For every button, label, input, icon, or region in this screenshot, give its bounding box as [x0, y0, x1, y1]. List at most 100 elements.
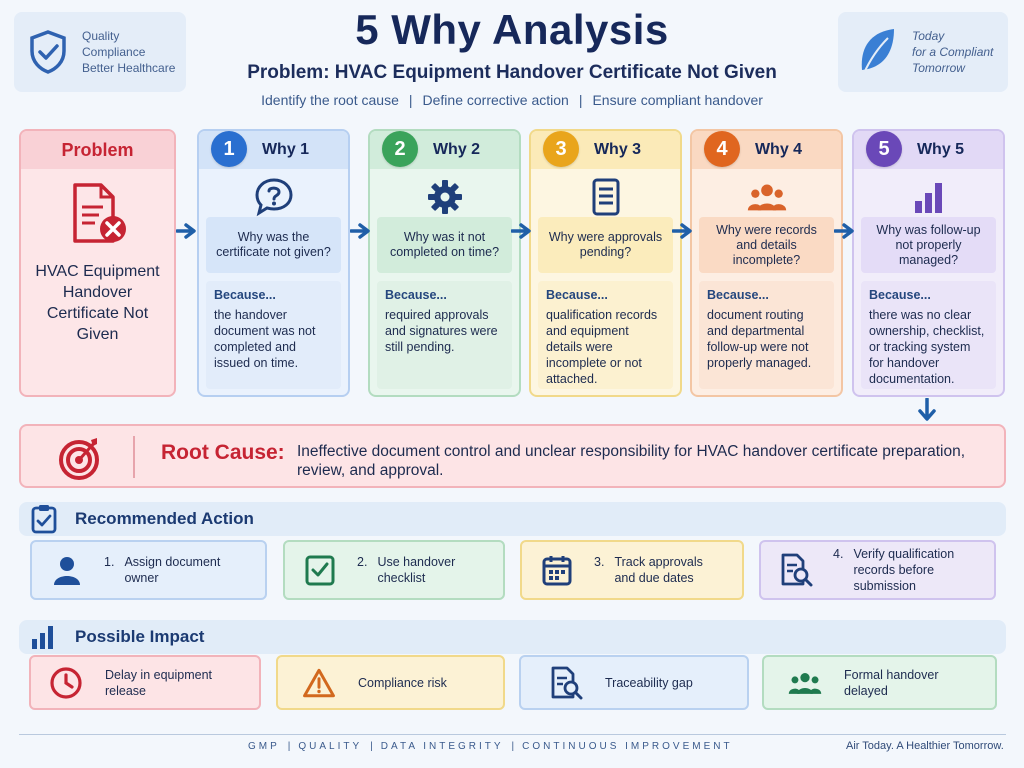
bar-chart-icon [32, 626, 53, 649]
why-number: 4 [704, 131, 740, 167]
why-answer: Because... required approvals and signat… [377, 281, 512, 389]
why-header: 1 Why 1 [199, 131, 348, 169]
action-card-4: 4. Verify qualification records before s… [759, 540, 996, 600]
why-card-3: 3 Why 3 Why were approvals pending? Beca… [529, 129, 682, 397]
why-number: 2 [382, 131, 418, 167]
why-title: Why 3 [593, 141, 642, 158]
why-card-2: 2 Why 2 Why was it not completed on time… [368, 129, 521, 397]
impact-text: Delay in equipment release [105, 667, 213, 698]
why-question: Why was it not completed on time? [377, 217, 512, 273]
why-card-1: 1 Why 1 Why was the certificate not give… [197, 129, 350, 397]
action-label: Assign document owner [124, 555, 221, 585]
problem-card: Problem HVAC Equipment Handover Certific… [19, 129, 176, 397]
question-bubble-icon [254, 177, 294, 217]
why-title: Why 2 [432, 141, 481, 158]
root-cause-text: Ineffective document control and unclear… [297, 443, 966, 479]
down-arrow [918, 398, 936, 421]
why-header: 5 Why 5 [854, 131, 1003, 169]
badge-line: Better Healthcare [82, 61, 176, 75]
action-card-2: 2. Use handover checklist [283, 540, 505, 600]
recommended-action-header: Recommended Action [19, 502, 1006, 536]
because-label: Because... [214, 288, 276, 302]
problem-subtitle: Problem: HVAC Equipment Handover Certifi… [247, 62, 777, 83]
action-text: 4. Verify qualification records before s… [833, 546, 973, 594]
impact-text: Traceability gap [605, 675, 693, 690]
why-question: Why were approvals pending? [538, 217, 673, 273]
calendar-icon [540, 553, 574, 587]
why-answer: Because... qualification records and equ… [538, 281, 673, 389]
badge-line: Tomorrow [912, 61, 965, 75]
badge-line: Compliance [82, 45, 146, 59]
tagline-item: Identify the root cause [261, 92, 399, 108]
document-search-icon [779, 553, 813, 587]
quality-badge-text: Quality Compliance Better Healthcare [82, 28, 175, 76]
footer-tags: GMP|QUALITY|DATA INTEGRITY|CONTINUOUS IM… [248, 741, 733, 752]
why-header: 2 Why 2 [370, 131, 519, 169]
why-header: 4 Why 4 [692, 131, 841, 169]
action-text: 3. Track approvals and due dates [594, 554, 724, 586]
why-answer-text: there was no clear ownership, checklist,… [869, 308, 985, 386]
tagline: Identify the root cause|Define correctiv… [261, 92, 763, 108]
why-answer: Because... document routing and departme… [699, 281, 834, 389]
section-title: Possible Impact [75, 627, 205, 646]
people-icon [747, 177, 787, 217]
why-card-5: 5 Why 5 Why was follow-up not properly m… [852, 129, 1005, 397]
impact-card-1: Delay in equipment release [29, 655, 261, 710]
action-number: 2. [357, 555, 368, 569]
why-answer: Because... there was no clear ownership,… [861, 281, 996, 389]
because-label: Because... [546, 288, 608, 302]
action-card-1: 1. Assign document owner [30, 540, 267, 600]
target-icon [59, 438, 99, 480]
tagline-item: Ensure compliant handover [592, 92, 763, 108]
why-answer: Because... the handover document was not… [206, 281, 341, 389]
impact-card-2: Compliance risk [276, 655, 505, 710]
badge-line: for a Compliant [912, 45, 994, 59]
tagline-item: Define corrective action [422, 92, 569, 108]
clock-icon [49, 666, 83, 700]
action-text: 1. Assign document owner [104, 554, 244, 586]
shield-check-icon [30, 30, 66, 74]
badge-line: Quality [82, 29, 120, 43]
footer-tag: CONTINUOUS IMPROVEMENT [522, 741, 733, 752]
flow-arrow [176, 223, 196, 239]
badge-line: Today [912, 29, 945, 43]
problem-text: HVAC Equipment Handover Certificate Not … [35, 263, 160, 343]
footer-divider [19, 734, 1006, 735]
why-number: 3 [543, 131, 579, 167]
page-title: 5 Why Analysis [355, 6, 669, 53]
divider [133, 436, 135, 478]
person-icon [50, 553, 84, 587]
why-card-4: 4 Why 4 Why were records and details inc… [690, 129, 843, 397]
why-answer-text: the handover document was not completed … [214, 308, 316, 370]
why-answer-text: required approvals and signatures were s… [385, 308, 498, 354]
impact-card-3: Traceability gap [519, 655, 749, 710]
because-label: Because... [869, 288, 931, 302]
impact-text: Formal handover delayed [844, 667, 939, 698]
warning-icon [302, 666, 336, 700]
group-icon [788, 666, 822, 700]
action-card-3: 3. Track approvals and due dates [520, 540, 744, 600]
flow-arrow [672, 223, 692, 239]
why-answer-text: document routing and departmental follow… [707, 308, 812, 370]
action-label: Track approvals and due dates [614, 555, 703, 585]
gear-icon [425, 177, 465, 217]
footer-tag: QUALITY [298, 741, 363, 752]
flow-arrow [834, 223, 854, 239]
footer-tag: DATA INTEGRITY [380, 741, 504, 752]
bar-chart-icon [909, 177, 949, 217]
document-error-icon [73, 183, 126, 243]
footer-tagline: Air Today. A Healthier Tomorrow. [846, 740, 1004, 752]
action-number: 4. [833, 547, 844, 561]
why-number: 1 [211, 131, 247, 167]
root-cause-banner: Root Cause: Ineffective document control… [19, 424, 1006, 488]
possible-impact-header: Possible Impact [19, 620, 1006, 654]
footer-tag: GMP [248, 741, 280, 752]
checklist-icon [303, 553, 337, 587]
action-label: Use handover checklist [377, 555, 456, 585]
problem-label: Problem [21, 131, 174, 169]
why-question: Why were records and details incomplete? [699, 217, 834, 273]
why-answer-text: qualification records and equipment deta… [546, 308, 658, 386]
why-header: 3 Why 3 [531, 131, 680, 169]
why-title: Why 5 [916, 141, 965, 158]
because-label: Because... [707, 288, 769, 302]
